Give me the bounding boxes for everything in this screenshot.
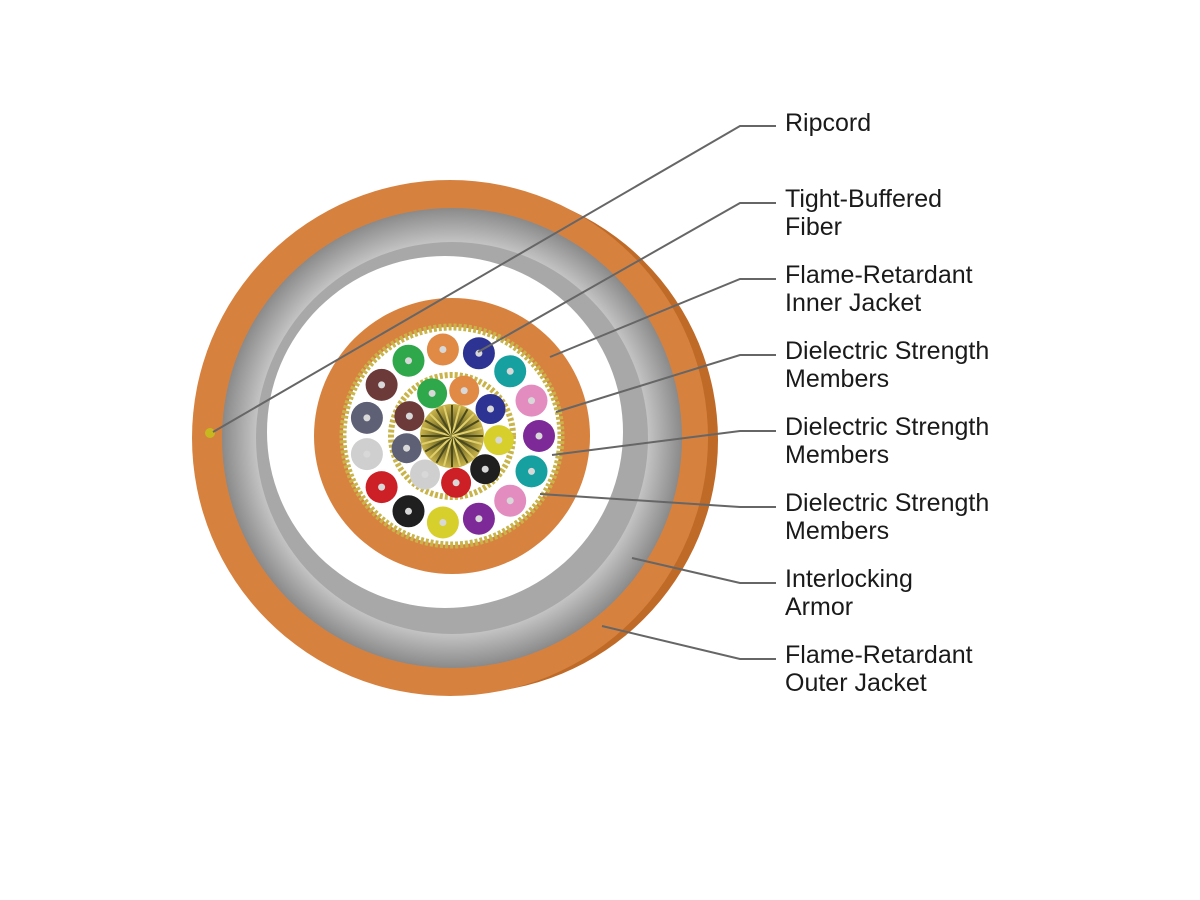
fiber-core	[528, 467, 535, 475]
fiber-core	[495, 436, 503, 444]
core-strand	[421, 427, 453, 437]
fiber-core	[378, 483, 386, 491]
central-member-strands	[421, 405, 483, 467]
core-strand	[424, 419, 453, 437]
core-strand	[451, 419, 480, 437]
fiber-core	[528, 397, 535, 405]
core-strand	[435, 435, 453, 464]
core-strand	[429, 435, 453, 459]
leader-line-ripcord	[212, 125, 776, 433]
fiber-core	[535, 432, 543, 440]
ripcord	[205, 428, 215, 438]
core-strand	[451, 435, 480, 453]
tight-buffered-fibers-inner	[391, 375, 514, 498]
fiber-core	[405, 357, 412, 365]
leader-line-tight-buffered-fiber	[477, 202, 776, 353]
core-strand	[451, 435, 475, 459]
leader-line-strength-members-2	[551, 430, 776, 456]
fiber-core	[439, 519, 447, 526]
fiber-core	[506, 497, 514, 505]
core-strand	[443, 435, 453, 467]
core-strand	[451, 413, 475, 437]
core-strand	[451, 435, 483, 445]
fiber-core	[363, 450, 371, 458]
fiber-core	[475, 515, 483, 523]
fiber-core	[421, 471, 429, 478]
fiber-core	[481, 465, 489, 473]
core-strand	[451, 435, 461, 467]
fiber-core	[403, 444, 411, 452]
label-ripcord: Ripcord	[785, 109, 872, 137]
fiber-core	[378, 381, 386, 389]
fiber-core	[452, 479, 460, 487]
fiber-core	[506, 367, 514, 375]
fiber-core	[487, 405, 494, 413]
core-strand	[451, 408, 469, 437]
fiber-core	[363, 414, 371, 422]
fiber-core	[405, 412, 413, 420]
core-strand	[421, 435, 453, 445]
fiber-core	[460, 387, 468, 395]
fiber-core	[439, 346, 447, 353]
fiber-core	[428, 389, 436, 397]
core-strand	[451, 405, 461, 437]
core-strand	[424, 435, 453, 453]
core-strand	[451, 427, 483, 437]
tight-buffered-fibers-outer	[350, 333, 555, 539]
core-strand	[429, 413, 453, 437]
fiber-core	[405, 507, 412, 515]
core-strand	[435, 408, 453, 437]
leader-line-strength-members-1	[555, 354, 776, 413]
leader-line-interlocking-armor	[631, 557, 776, 584]
leader-line-strength-members-3	[539, 493, 776, 508]
leader-line-inner-jacket	[549, 278, 776, 358]
core-strand	[443, 405, 453, 437]
leader-line-outer-jacket	[601, 625, 776, 660]
core-strand	[451, 435, 469, 464]
